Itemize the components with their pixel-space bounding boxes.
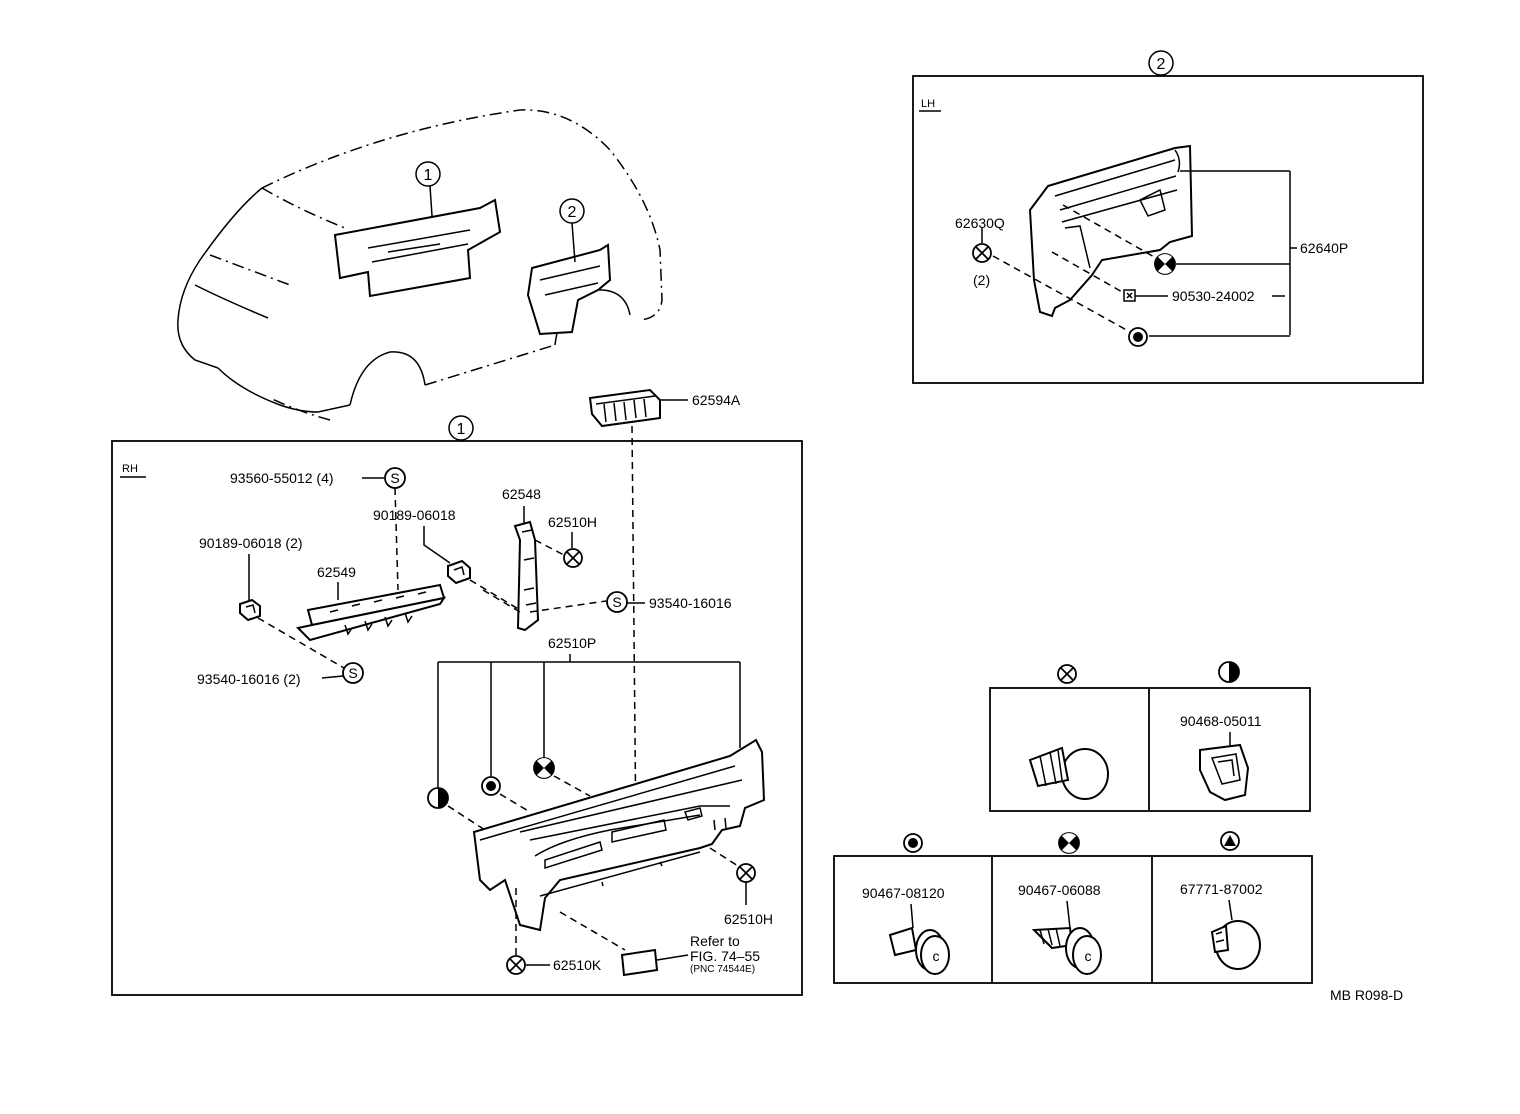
svg-text:1: 1 (457, 421, 466, 438)
drawing-code: MB R098-D (1330, 987, 1403, 1003)
label-90189-06018-b: 90189-06018 (2) (199, 535, 303, 551)
quarter-clip-icon (533, 757, 555, 779)
legend-tri-icon (1220, 831, 1240, 851)
x-clip-icon-top (563, 548, 583, 568)
legend-x-icon (1057, 664, 1077, 684)
half-clip-icon (427, 787, 449, 809)
lh-x-clip-icon (972, 243, 992, 263)
label-62548: 62548 (502, 486, 541, 502)
label-62510P: 62510P (548, 635, 596, 651)
svg-text:S: S (348, 665, 357, 681)
label-62510H-bottom: 62510H (724, 911, 773, 927)
legend-quarter-icon (1058, 832, 1080, 854)
panel-rh: 1 RH 62594A 93560-55012 (4) S 90189-0601… (111, 388, 803, 996)
svg-text:1: 1 (424, 167, 433, 184)
vehicle-overview: 1 2 (177, 109, 663, 421)
bracket-62549 (295, 583, 447, 642)
legend-half-clip (1199, 743, 1250, 802)
label-62549: 62549 (317, 564, 356, 580)
refer-fig-text: FIG. 74–55 (690, 948, 760, 964)
cover-plate (620, 948, 659, 977)
refer-to-text: Refer to (690, 933, 740, 949)
lh-tag: LH (921, 98, 935, 110)
svg-text:c: c (1085, 948, 1092, 964)
label-93560-55012: 93560-55012 (4) (230, 470, 334, 486)
dot-clip-icon (481, 776, 501, 796)
label-62630Q: 62630Q (955, 215, 1005, 231)
legend-half-icon (1218, 661, 1240, 683)
clip-nut-left (239, 598, 261, 622)
label-62510K: 62510K (553, 957, 602, 973)
legend-dot-icon (903, 833, 923, 853)
label-qty-2: (2) (973, 272, 990, 288)
label-90189-06018-a: 90189-06018 (373, 507, 456, 523)
svg-text:S: S (612, 594, 621, 610)
s-screw-icon-2: S (606, 591, 628, 613)
fastener-legend: 90468-05011 90467-08120 c 90467-06088 (833, 661, 1313, 984)
label-62510H-top: 62510H (548, 514, 597, 530)
legend-quarter-clip: c (1031, 926, 1102, 975)
svg-text:S: S (390, 470, 399, 486)
callout-1-panel: 1 (448, 415, 474, 441)
s-screw-icon-3: S (342, 662, 364, 684)
refer-pnc-text: (PNC 74544E) (690, 964, 755, 975)
label-62594A: 62594A (692, 392, 741, 408)
clip-nut-upper (447, 559, 471, 585)
legend-tri-clip (1210, 920, 1261, 970)
label-62640P: 62640P (1300, 240, 1348, 256)
svg-text:2: 2 (1157, 56, 1166, 73)
x-clip-icon-bottom (736, 863, 756, 883)
svg-text:2: 2 (568, 204, 577, 221)
legend-half-label: 90468-05011 (1180, 713, 1262, 729)
callout-1-vehicle: 1 (415, 161, 441, 217)
label-93540-16016-b: 93540-16016 (2) (197, 671, 301, 687)
vent-grille-62594A (588, 388, 688, 428)
legend-x-clip (1028, 746, 1109, 800)
bracket-62548 (513, 520, 540, 632)
legend-dot-clip: c (888, 926, 950, 975)
legend-tri-label: 67771-87002 (1180, 881, 1263, 897)
x-clip-icon-62510K (506, 955, 526, 975)
label-90530-24002: 90530-24002 (1172, 288, 1255, 304)
lh-quarter-clip-icon (1154, 253, 1176, 275)
callout-2-vehicle: 2 (559, 198, 585, 263)
legend-quarter-label: 90467-06088 (1018, 882, 1101, 898)
label-93540-16016-a: 93540-16016 (649, 595, 732, 611)
callout-2-panel: 2 (1148, 50, 1174, 76)
trim-panel-62510P (472, 738, 766, 932)
lh-dot-clip-icon (1128, 327, 1148, 347)
rh-tag: RH (122, 463, 138, 475)
svg-text:c: c (933, 948, 940, 964)
panel-lh: 2 LH 62630Q (2) 62640P 90530-24002 (912, 50, 1424, 384)
legend-dot-label: 90467-08120 (862, 885, 945, 901)
s-screw-icon-1: S (384, 467, 406, 489)
